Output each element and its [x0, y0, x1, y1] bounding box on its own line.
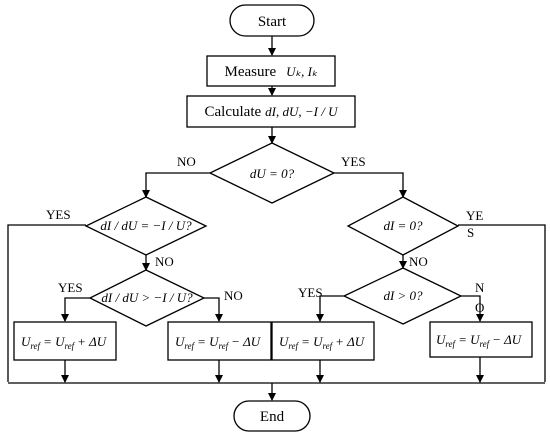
process-increase-left-text: Uref= Uref+ ΔU	[21, 334, 108, 351]
start-label: Start	[258, 14, 287, 30]
decision-di-positive: dI > 0?	[342, 267, 463, 325]
decision-di-zero: dI = 0?	[346, 196, 460, 256]
calculate-label: Calculate dI, dU, −I / U	[205, 103, 340, 120]
process-increase-right-text: Uref= Uref+ ΔU	[279, 334, 366, 351]
decision-di-positive-text: dI > 0?	[383, 288, 423, 303]
start-terminal: Start	[229, 4, 315, 37]
branch-labels: NO YES YES NO YES NO YE S NO YES N O	[46, 154, 485, 315]
calculate-word: Calculate	[205, 104, 262, 120]
label-yes-di-zero-2: S	[467, 225, 474, 240]
end-terminal: End	[233, 400, 311, 432]
label-no-di-gt-1: N	[475, 280, 485, 295]
label-yes-di-gt: YES	[298, 285, 323, 300]
decision-didu-greater-text: dI / dU > −I / U?	[101, 290, 193, 305]
label-yes-didu-eq: YES	[46, 207, 71, 222]
measure-label: Measure Uₖ, Iₖ	[225, 63, 318, 80]
end-label: End	[260, 409, 285, 425]
calculate-process: Calculate dI, dU, −I / U	[186, 95, 356, 128]
label-yes-di-zero-1: YE	[466, 208, 483, 223]
decision-didu-equal: dI / dU = −I / U?	[84, 196, 208, 256]
label-no-di-gt-2: O	[475, 300, 484, 315]
measure-process: Measure Uₖ, Iₖ	[206, 55, 336, 87]
connectors	[7, 36, 546, 401]
process-decrease-right: Uref= Uref− ΔU	[429, 321, 533, 358]
label-yes-du: YES	[341, 154, 366, 169]
label-no-du: NO	[177, 154, 196, 169]
label-no-didu-gt: NO	[224, 288, 243, 303]
measure-vars: Uₖ, Iₖ	[286, 64, 318, 79]
label-no-didu-eq: NO	[155, 254, 174, 269]
process-decrease-right-text: Uref= Uref− ΔU	[436, 332, 523, 349]
process-increase-right: Uref= Uref+ ΔU	[271, 321, 375, 361]
process-decrease-left: Uref= Uref− ΔU	[167, 321, 272, 361]
process-increase-left: Uref= Uref+ ΔU	[13, 321, 117, 361]
decision-du-zero-text: dU = 0?	[250, 166, 295, 181]
process-decrease-left-text: Uref= Uref− ΔU	[175, 334, 262, 351]
decision-di-zero-text: dI = 0?	[383, 218, 423, 233]
label-no-di-zero: NO	[409, 254, 428, 269]
label-yes-didu-gt: YES	[58, 280, 83, 295]
calculate-vars: dI, dU, −I / U	[265, 104, 339, 119]
decision-didu-greater: dI / dU > −I / U?	[88, 269, 206, 327]
measure-word: Measure	[225, 64, 277, 80]
decision-du-zero: dU = 0?	[208, 142, 336, 204]
decision-didu-equal-text: dI / dU = −I / U?	[100, 218, 192, 233]
